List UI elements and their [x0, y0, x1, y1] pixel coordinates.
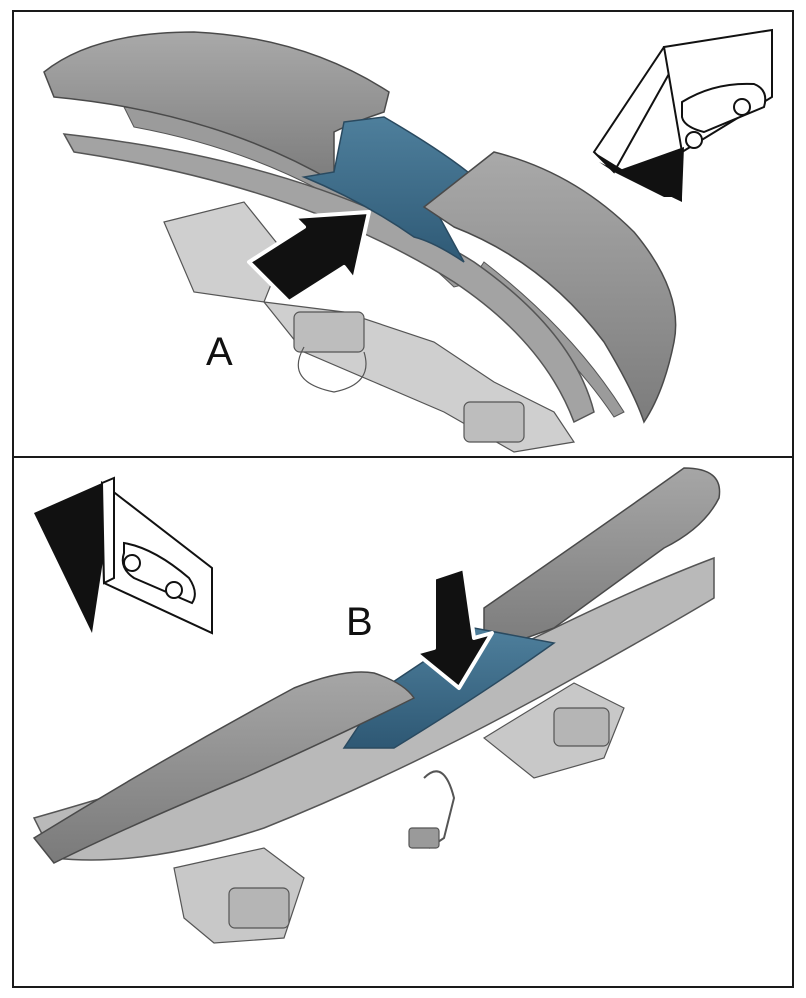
panel-a: A — [12, 10, 794, 458]
upper-cover-right — [483, 467, 721, 655]
panel-b: B — [12, 456, 794, 988]
trim-mechanism — [173, 682, 625, 944]
push-arrow-down-icon — [414, 566, 494, 690]
upper-cover-left — [43, 31, 390, 184]
panel-b-illustration — [32, 467, 721, 944]
callout-label-b: B — [346, 600, 373, 644]
vehicle-direction-icon — [34, 476, 213, 635]
trim-mechanism — [163, 201, 576, 453]
callout-label-a: A — [206, 330, 233, 374]
upper-cover-left — [32, 671, 416, 864]
push-arrow-icon — [247, 210, 371, 304]
lower-trim-strip — [62, 133, 595, 424]
highlighted-clip-section — [301, 116, 476, 263]
panel-a-illustration — [43, 28, 773, 453]
upper-cover-right — [422, 151, 677, 424]
vehicle-direction-icon — [592, 28, 773, 202]
highlighted-clip-section — [342, 627, 556, 749]
